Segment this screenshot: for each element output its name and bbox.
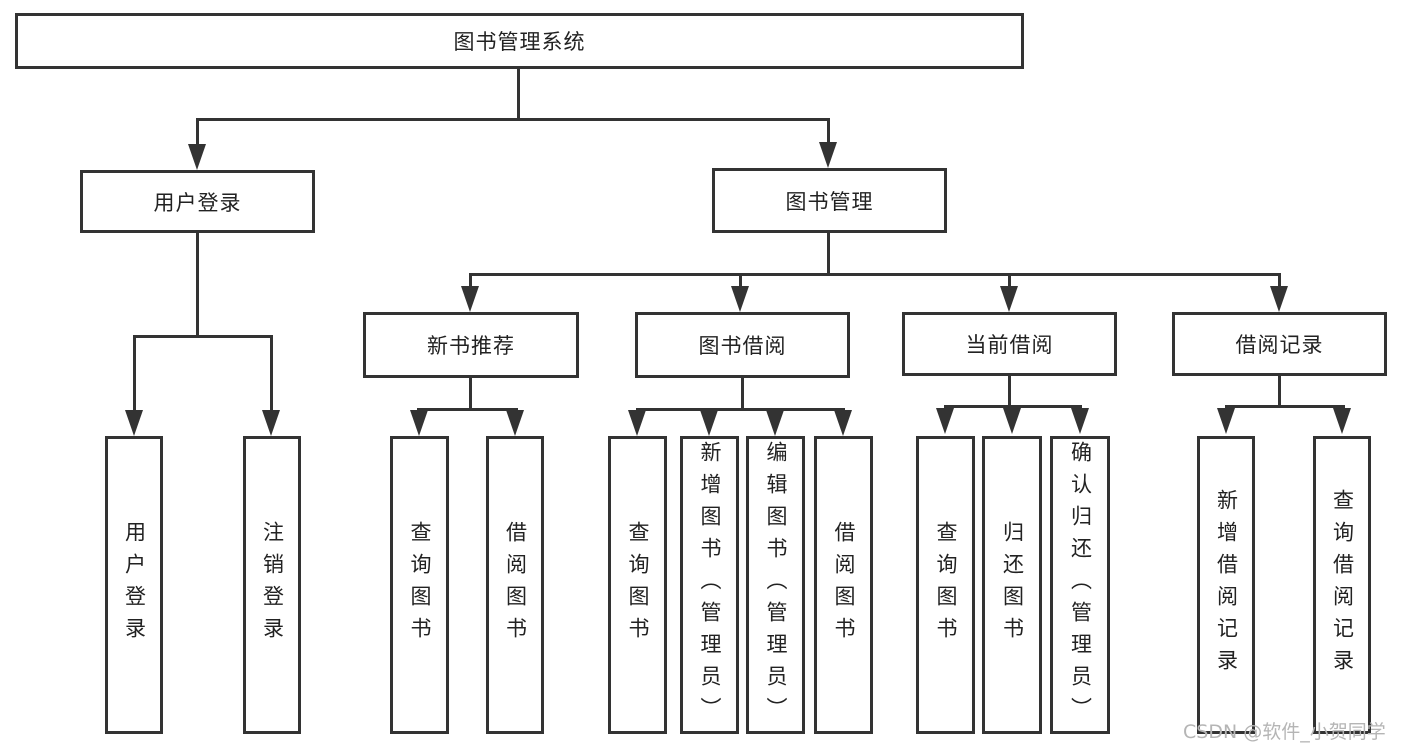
arrow-down-icon: [834, 410, 852, 436]
arrow-down-icon: [1071, 408, 1089, 434]
connector-line: [133, 335, 136, 412]
connector-line: [1008, 273, 1011, 289]
node-leaf-query-books-current: 查询图书: [916, 436, 975, 734]
node-label: 图书管理系统: [453, 30, 586, 54]
node-label: 查询图书: [934, 521, 958, 649]
node-library-management-system: 图书管理系统: [15, 13, 1024, 69]
arrow-down-icon: [628, 410, 646, 436]
connector-line: [469, 273, 472, 289]
connector-line: [636, 408, 845, 411]
arrow-down-icon: [188, 144, 206, 170]
node-label: 图书借阅: [698, 334, 787, 358]
node-book-borrowing: 图书借阅: [635, 312, 850, 378]
node-user-login: 用户登录: [80, 170, 315, 233]
arrow-down-icon: [125, 410, 143, 436]
node-label: 编辑图书（管理员）: [764, 441, 788, 729]
node-label: 用户登录: [153, 190, 242, 215]
connector-line: [944, 405, 1082, 408]
node-borrowing-records: 借阅记录: [1172, 312, 1387, 376]
arrow-down-icon: [766, 410, 784, 436]
connector-line: [739, 273, 742, 289]
node-label: 图书管理: [785, 189, 874, 214]
connector-line: [417, 408, 518, 411]
arrow-down-icon: [1270, 286, 1288, 312]
node-label: 确认归还（管理员）: [1068, 441, 1093, 729]
arrow-down-icon: [936, 408, 954, 434]
arrow-down-icon: [700, 410, 718, 436]
node-label: 新书推荐: [427, 334, 515, 358]
arrow-down-icon: [461, 286, 479, 312]
node-label: 当前借阅: [965, 333, 1054, 357]
connector-line: [196, 118, 199, 146]
node-label: 借阅记录: [1235, 333, 1324, 357]
node-leaf-confirm-return-admin: 确认归还（管理员）: [1050, 436, 1110, 734]
node-leaf-add-borrow-record: 新增借阅记录: [1197, 436, 1255, 734]
node-label: 归还图书: [1000, 521, 1025, 649]
arrow-down-icon: [410, 410, 428, 436]
connector-line: [517, 69, 520, 120]
node-label: 查询图书: [408, 521, 432, 649]
node-label: 查询图书: [626, 521, 650, 649]
connector-line: [133, 335, 273, 338]
node-leaf-borrow-books: 借阅图书: [814, 436, 873, 734]
connector-line: [827, 233, 830, 275]
node-label: 新增图书（管理员）: [698, 441, 722, 729]
arrow-down-icon: [262, 410, 280, 436]
node-leaf-logout: 注销登录: [243, 436, 301, 734]
connector-line: [1008, 376, 1011, 407]
node-label: 用户登录: [122, 521, 147, 649]
node-leaf-return-books: 归还图书: [982, 436, 1042, 734]
node-label: 注销登录: [260, 521, 285, 649]
csdn-watermark: CSDN @软件_小贺同学: [1183, 721, 1386, 743]
arrow-down-icon: [1333, 408, 1351, 434]
node-leaf-edit-books-admin: 编辑图书（管理员）: [746, 436, 805, 734]
connector-line: [469, 378, 472, 410]
arrow-down-icon: [1000, 286, 1018, 312]
node-label: 借阅图书: [832, 521, 856, 649]
connector-line: [270, 335, 273, 412]
connector-line: [1278, 376, 1281, 407]
connector-line: [827, 118, 830, 144]
node-leaf-query-books-recommend: 查询图书: [390, 436, 449, 734]
arrow-down-icon: [1003, 408, 1021, 434]
connector-line: [1278, 273, 1281, 289]
arrow-down-icon: [1217, 408, 1235, 434]
connector-line: [741, 378, 744, 410]
node-leaf-borrow-books-recommend: 借阅图书: [486, 436, 544, 734]
node-label: 查询借阅记录: [1330, 489, 1355, 681]
connector-line: [1225, 405, 1345, 408]
arrow-down-icon: [819, 142, 837, 168]
node-new-book-recommend: 新书推荐: [363, 312, 579, 378]
connector-line: [196, 233, 199, 337]
arrow-down-icon: [731, 286, 749, 312]
node-book-management: 图书管理: [712, 168, 947, 233]
arrow-down-icon: [506, 410, 524, 436]
node-leaf-query-borrow-record: 查询借阅记录: [1313, 436, 1371, 734]
node-current-borrowing: 当前借阅: [902, 312, 1117, 376]
node-leaf-add-books-admin: 新增图书（管理员）: [680, 436, 739, 734]
connector-line: [469, 273, 1281, 276]
node-leaf-query-books-borrowing: 查询图书: [608, 436, 667, 734]
connector-line: [196, 118, 830, 121]
node-label: 借阅图书: [503, 521, 528, 649]
node-leaf-user-login: 用户登录: [105, 436, 163, 734]
node-label: 新增借阅记录: [1214, 489, 1239, 681]
